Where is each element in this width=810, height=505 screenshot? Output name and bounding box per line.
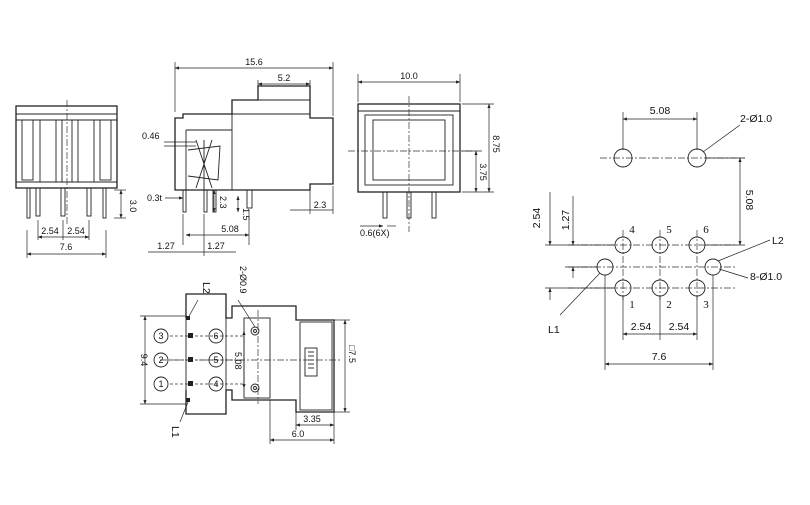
side-dim-03t: 0.3t <box>147 193 163 203</box>
side-dim-127a: 1.27 <box>157 241 175 251</box>
top-pin-label: 5 <box>213 355 218 365</box>
top-label-l2: L2 <box>200 282 212 294</box>
fp-label-l1: L1 <box>548 324 560 336</box>
fp-dim-254: 2.54 <box>531 208 543 229</box>
fp-label-holes-large: 2-Ø1.0 <box>740 113 772 125</box>
fp-dim-pitch-a: 2.54 <box>631 321 652 333</box>
fp-label-holes-small: 8-Ø1.0 <box>750 271 782 283</box>
fp-pin-label: 4 <box>629 224 635 236</box>
top-label-l1: L1 <box>169 426 181 438</box>
end-dim-375: 3.75 <box>478 163 488 181</box>
side-dim-046: 0.46 <box>142 131 160 141</box>
front-dim-width: 7.6 <box>60 242 73 252</box>
top-view: 3 6 2 5 1 4 L2 2-Ø0.9 9.4 5.08 □7.5 3.35… <box>139 266 357 444</box>
side-dim-length: 15.6 <box>245 57 263 67</box>
end-dim-width: 10.0 <box>400 71 418 81</box>
top-pin-label: 3 <box>158 331 163 341</box>
top-pin-label: 4 <box>213 379 218 389</box>
top-pin-label: 1 <box>158 379 163 389</box>
front-dim-pitch-b: 2.54 <box>67 226 85 236</box>
side-dim-508: 5.08 <box>221 224 239 234</box>
fp-label-l2: L2 <box>772 235 784 247</box>
fp-pin-label: 1 <box>629 299 635 311</box>
top-dim-94: 9.4 <box>139 354 149 367</box>
top-pin-label: 6 <box>213 331 218 341</box>
front-dim-height: 3.0 <box>128 200 138 213</box>
fp-pin-label: 6 <box>703 224 709 236</box>
top-dim-square: □7.5 <box>347 345 357 363</box>
fp-pin-label: 2 <box>666 299 672 311</box>
fp-dim-top-pitch: 5.08 <box>650 105 671 117</box>
end-dim-height: 8.75 <box>491 135 501 153</box>
pcb-footprint: 5.08 2-Ø1.0 5.08 2.54 1.27 4 5 6 1 2 3 L… <box>531 105 784 370</box>
fp-dim-vert: 5.08 <box>743 190 755 211</box>
top-dim-508: 5.08 <box>233 352 243 370</box>
side-dim-127b: 1.27 <box>207 241 225 251</box>
side-dim-23b: 2.3 <box>314 200 327 210</box>
fp-dim-width: 7.6 <box>652 351 667 363</box>
end-view: 10.0 8.75 3.75 0.6(6X) <box>348 71 501 238</box>
front-view: 3.0 2.54 2.54 7.6 <box>15 100 138 258</box>
fp-pin-label: 5 <box>666 224 672 236</box>
side-dim-23a: 2.3 <box>218 196 228 209</box>
front-dim-pitch-a: 2.54 <box>41 226 59 236</box>
fp-dim-pitch-b: 2.54 <box>669 321 690 333</box>
side-dim-15: 1.5 <box>241 208 251 221</box>
top-dim-335: 3.35 <box>303 414 321 424</box>
top-pin-label: 2 <box>158 355 163 365</box>
end-dim-pins: 0.6(6X) <box>360 228 390 238</box>
fp-dim-127: 1.27 <box>560 210 572 231</box>
top-label-holes: 2-Ø0.9 <box>238 266 248 294</box>
side-dim-body: 5.2 <box>278 73 291 83</box>
side-view: 15.6 5.2 0.46 0.3t 2.3 1.5 5.08 2.3 1.27… <box>142 57 334 256</box>
top-dim-60: 6.0 <box>292 429 305 439</box>
fp-pin-label: 3 <box>703 299 709 311</box>
